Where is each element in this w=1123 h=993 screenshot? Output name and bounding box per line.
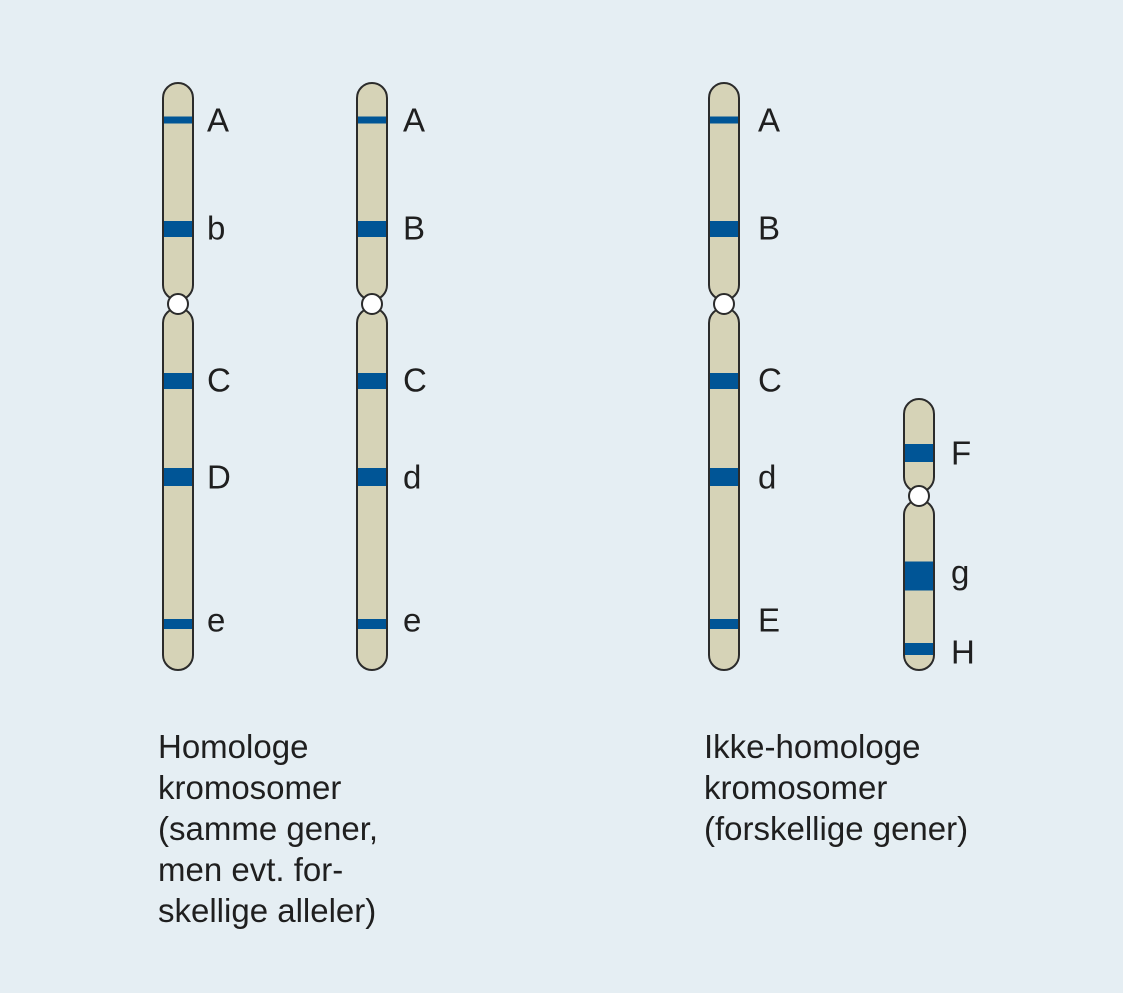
chromosome-arm-lower bbox=[708, 307, 740, 671]
gene-label: e bbox=[207, 602, 225, 639]
chromosome-nonhomolog-1: A B CdE bbox=[708, 82, 782, 671]
gene-label: H bbox=[951, 634, 975, 671]
gene-band bbox=[164, 221, 192, 237]
gene-band bbox=[164, 619, 192, 629]
gene-band bbox=[710, 221, 738, 237]
chromosome-arm-lower bbox=[356, 307, 388, 671]
chromosome-arm-upper bbox=[708, 82, 740, 301]
caption-line: kromosomer bbox=[158, 769, 342, 806]
gene-band bbox=[358, 468, 386, 486]
chromosome-arm-upper bbox=[162, 82, 194, 301]
gene-label: B bbox=[403, 210, 425, 247]
caption-line: Homologe bbox=[158, 728, 309, 765]
gene-label: A bbox=[207, 102, 229, 139]
gene-band bbox=[358, 116, 386, 124]
gene-label: D bbox=[207, 459, 231, 496]
gene-label: F bbox=[951, 435, 971, 472]
centromere bbox=[713, 293, 735, 315]
gene-band bbox=[358, 619, 386, 629]
gene-label: C bbox=[207, 362, 231, 399]
centromere bbox=[361, 293, 383, 315]
gene-band bbox=[905, 444, 933, 462]
gene-band bbox=[710, 116, 738, 124]
caption-line: Ikke-homologe bbox=[704, 728, 921, 765]
chromosome-arm-upper bbox=[356, 82, 388, 301]
chromosome-nonhomolog-2: FgH bbox=[903, 398, 975, 671]
caption-line: (forskellige gener) bbox=[704, 810, 969, 847]
gene-label: d bbox=[758, 459, 776, 496]
gene-band bbox=[164, 116, 192, 124]
gene-label: b bbox=[207, 210, 225, 247]
gene-label: E bbox=[758, 602, 780, 639]
gene-band bbox=[164, 468, 192, 486]
gene-label: d bbox=[403, 459, 421, 496]
gene-band bbox=[710, 373, 738, 389]
gene-band bbox=[358, 373, 386, 389]
gene-band bbox=[710, 468, 738, 486]
gene-label: A bbox=[758, 102, 780, 139]
centromere bbox=[167, 293, 189, 315]
gene-band bbox=[164, 373, 192, 389]
chromosome-homolog-1: AbC De bbox=[162, 82, 231, 671]
gene-label: C bbox=[403, 362, 427, 399]
caption-homologous-chromosomes: Homologe kromosomer (samme gener, men ev… bbox=[158, 726, 378, 931]
gene-label: e bbox=[403, 602, 421, 639]
chromosome-arm-lower bbox=[162, 307, 194, 671]
gene-band bbox=[710, 619, 738, 629]
caption-nonhomologous-chromosomes: Ikke-homologe kromosomer (forskellige ge… bbox=[704, 726, 968, 849]
caption-line: men evt. for- bbox=[158, 851, 344, 888]
centromere bbox=[908, 485, 930, 507]
gene-label: g bbox=[951, 554, 969, 591]
chromosome-homolog-2: A B Cd e bbox=[356, 82, 427, 671]
gene-band bbox=[905, 643, 933, 655]
gene-label: A bbox=[403, 102, 425, 139]
gene-band bbox=[905, 561, 933, 591]
gene-label: C bbox=[758, 362, 782, 399]
gene-label: B bbox=[758, 210, 780, 247]
caption-line: skellige alleler) bbox=[158, 892, 377, 929]
caption-line: (samme gener, bbox=[158, 810, 379, 847]
caption-line: kromosomer bbox=[704, 769, 888, 806]
gene-band bbox=[358, 221, 386, 237]
